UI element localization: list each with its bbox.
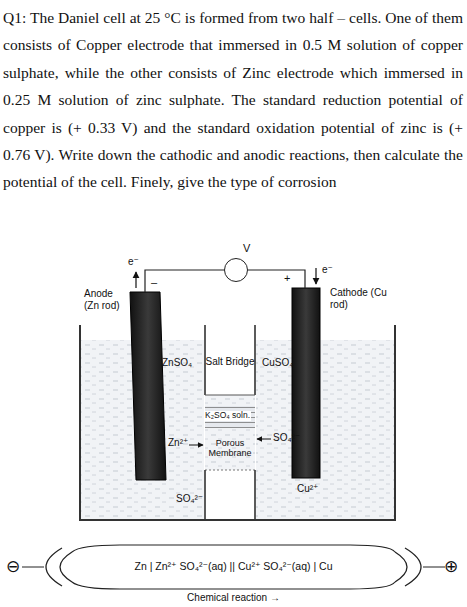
voltmeter-symbol: V xyxy=(243,242,250,255)
porous-membrane xyxy=(205,470,255,471)
anode-half-cell: ZnSO₄ Zn²⁺ SO₄²⁻ xyxy=(80,325,205,520)
electron-arrow xyxy=(315,268,316,284)
question-text: Q1: The Daniel cell at 25 °C is formed f… xyxy=(3,4,463,196)
electron-arrow xyxy=(135,272,136,288)
voltmeter: V xyxy=(224,258,248,282)
copper-rod xyxy=(292,288,320,478)
terminal-sign: – xyxy=(151,276,157,289)
electrolyte-label: CuSO₄ xyxy=(262,357,293,369)
ion-label: SO₄²⁻ xyxy=(176,493,203,505)
ion-label: Zn²⁺ xyxy=(168,437,188,449)
bracket xyxy=(395,548,421,586)
k2so4-solution xyxy=(205,406,255,428)
cell-notation: Zn | Zn²⁺ SO₄²⁻(aq) || Cu²⁺ SO₄²⁻(aq) | … xyxy=(0,560,467,572)
cathode-half-cell: CuSO₄ SO₄²⁻ Cu²⁺ xyxy=(255,325,395,520)
bracket xyxy=(46,548,72,586)
salt-bridge: Salt BridgeK₂SO₄ soln. Porous Membrane xyxy=(205,352,255,470)
wire xyxy=(145,270,224,292)
bridge-top xyxy=(205,395,255,396)
terminal-lead xyxy=(22,567,44,568)
beaker-wall xyxy=(80,325,395,520)
bridge-label: Salt Bridge xyxy=(205,356,255,368)
ion-arrow xyxy=(257,439,271,440)
ion-arrow xyxy=(189,445,203,446)
cathode-label: Cathode (Cu rod) xyxy=(330,287,390,310)
zinc-rod xyxy=(130,292,166,480)
bridge-channel xyxy=(205,395,255,470)
ion-label: Cu²⁺ xyxy=(297,483,318,495)
electrolyte-label: ZnSO₄ xyxy=(162,357,192,369)
terminal-sign: + xyxy=(284,272,290,285)
cuso4-solution xyxy=(256,340,394,519)
terminal-lead xyxy=(423,567,445,568)
positive-terminal: ⊕ xyxy=(444,557,458,577)
reaction-direction: Chemical reaction → xyxy=(0,592,467,604)
electron-label: e⁻ xyxy=(128,256,139,268)
membrane-label: Porous Membrane xyxy=(205,438,255,459)
ion-label: SO₄²⁻ xyxy=(273,432,300,444)
wire xyxy=(248,270,305,288)
anode-label: Anode (Zn rod) xyxy=(84,288,128,311)
bridge-solution-label: K₂SO₄ soln. xyxy=(204,411,251,421)
electron-label: e⁻ xyxy=(322,264,333,276)
negative-terminal: ⊖ xyxy=(6,557,20,577)
bridge-wall xyxy=(205,325,255,520)
